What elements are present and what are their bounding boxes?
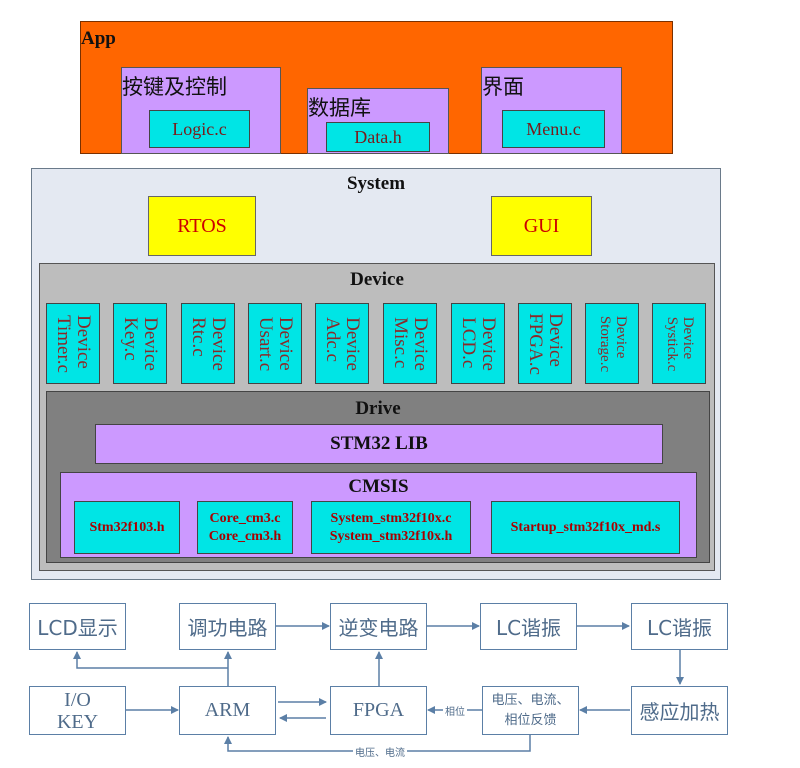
cmsis-file-line: Core_cm3.h <box>208 528 282 544</box>
module-database: 数据库 Data.h <box>307 88 449 154</box>
system-title: System <box>346 173 406 194</box>
module-interface: 界面 Menu.c <box>481 67 622 154</box>
gui-box: GUI <box>491 196 592 256</box>
power-adjust-circuit-block: 调功电路 <box>179 603 276 650</box>
cmsis-file-line: Core_cm3.c <box>209 511 281 526</box>
cmsis-file-startup: Startup_stm32f10x_md.s <box>491 501 680 554</box>
cmsis-file-system: System_stm32f10x.c System_stm32f10x.h <box>311 501 471 554</box>
app-title: App <box>81 28 116 49</box>
label-phase: 相位 <box>443 703 467 718</box>
drive-layer: Drive STM32 LIB CMSIS Stm32f103.h Core_c… <box>46 391 710 563</box>
stm32-lib-box: STM32 LIB <box>95 424 663 464</box>
feedback-line: 电压、电流、 <box>491 693 570 708</box>
feedback-line: 相位反馈 <box>504 712 557 728</box>
cmsis-file-line: System_stm32f10x.h <box>329 528 453 544</box>
device-title: Device <box>350 269 404 290</box>
io-key-line: KEY <box>56 710 99 733</box>
cmsis-file-line: Stm32f103.h <box>89 519 165 535</box>
drive-title: Drive <box>355 398 401 419</box>
cmsis-box: CMSIS Stm32f103.h Core_cm3.c Core_cm3.h … <box>60 472 697 558</box>
module-title: 按键及控制 <box>122 75 227 99</box>
io-key-line: I/O <box>64 688 91 711</box>
cmsis-file-stm32f103: Stm32f103.h <box>74 501 180 554</box>
fpga-block: FPGA <box>330 686 427 735</box>
arm-block: ARM <box>179 686 276 735</box>
feedback-block: 电压、电流、 相位反馈 <box>482 686 579 735</box>
module-keys-control: 按键及控制 Logic.c <box>121 67 281 154</box>
cmsis-title: CMSIS <box>348 476 409 497</box>
induction-heating-block: 感应加热 <box>631 686 728 735</box>
file-logic: Logic.c <box>149 110 250 148</box>
file-data: Data.h <box>326 122 430 152</box>
lc-resonance-block-1: LC谐振 <box>480 603 577 650</box>
cmsis-file-line: Startup_stm32f10x_md.s <box>510 519 661 535</box>
arrow-arm-lcd <box>73 651 228 669</box>
module-title: 界面 <box>482 75 524 99</box>
lc-resonance-block-2: LC谐振 <box>631 603 728 650</box>
label-voltage-current: 电压、电流 <box>353 744 407 759</box>
cmsis-file-line: System_stm32f10x.c <box>330 511 452 526</box>
rtos-box: RTOS <box>148 196 256 256</box>
app-layer: App 按键及控制 Logic.c 数据库 Data.h 界面 Menu.c <box>80 21 673 154</box>
inverter-circuit-block: 逆变电路 <box>330 603 427 650</box>
io-key-block: I/O KEY <box>29 686 126 735</box>
lcd-display-block: LCD显示 <box>29 603 126 650</box>
file-menu: Menu.c <box>502 110 605 148</box>
cmsis-file-core: Core_cm3.c Core_cm3.h <box>197 501 293 554</box>
module-title: 数据库 <box>308 96 371 120</box>
